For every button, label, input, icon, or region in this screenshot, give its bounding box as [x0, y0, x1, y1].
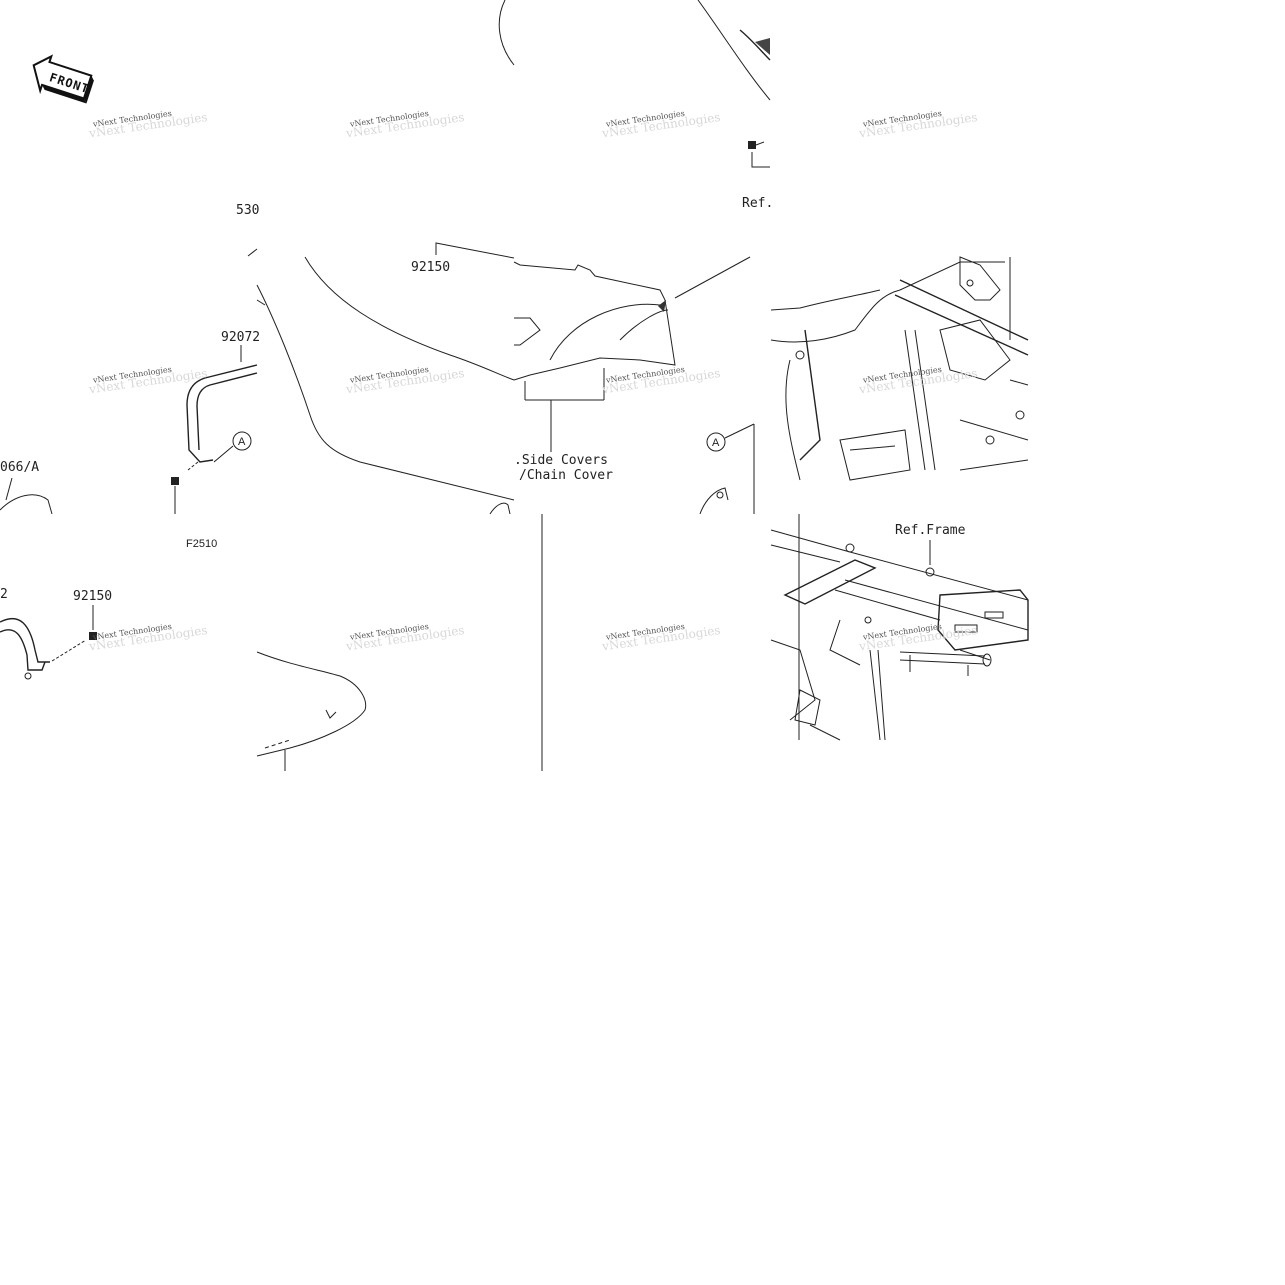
- part-066a-label: 066/A: [0, 460, 39, 475]
- ref-frame-label: Ref.Frame: [895, 523, 966, 538]
- tile-r3-c2: [256, 651, 367, 771]
- side-covers-label: .Side Covers: [514, 453, 608, 468]
- svg-text:A: A: [238, 436, 246, 448]
- tile-r2-c1: 530 92072 A 066/A: [0, 203, 260, 515]
- tile-r2-c4: [770, 256, 1029, 481]
- callout-a-right: A: [706, 432, 726, 452]
- part-92150-bottom-label: 92150: [73, 589, 112, 604]
- bolt-icon: [171, 477, 179, 485]
- watermarks: vNext Technologies vNext Technologies vN…: [87, 109, 978, 654]
- svg-text:A: A: [712, 437, 720, 449]
- tile-r3-c1: F2510 2 92150: [0, 538, 217, 680]
- tile-r1-c3: Ref.: [498, 0, 773, 211]
- front-arrow-icon: FRONT: [32, 54, 94, 104]
- ref-top-label: Ref.: [742, 196, 773, 211]
- chain-cover-label: /Chain Cover: [519, 468, 613, 483]
- bolt-icon: [748, 141, 765, 149]
- tile-r2-c3: .Side Covers /Chain Cover A: [513, 256, 755, 515]
- part-530-label: 530: [236, 203, 259, 218]
- part-92150-top-label: 92150: [411, 260, 450, 275]
- bolt-icon: [89, 632, 97, 640]
- tile-r3-c4: Ref.Frame: [770, 514, 1029, 741]
- part-2-label: 2: [0, 587, 8, 602]
- tile-r1-c1: FRONT: [32, 54, 94, 104]
- part-92072-label: 92072: [221, 330, 260, 345]
- f2510-label: F2510: [186, 538, 217, 550]
- tile-r2-c2: 92150: [256, 242, 515, 515]
- callout-a-left: A: [232, 431, 252, 451]
